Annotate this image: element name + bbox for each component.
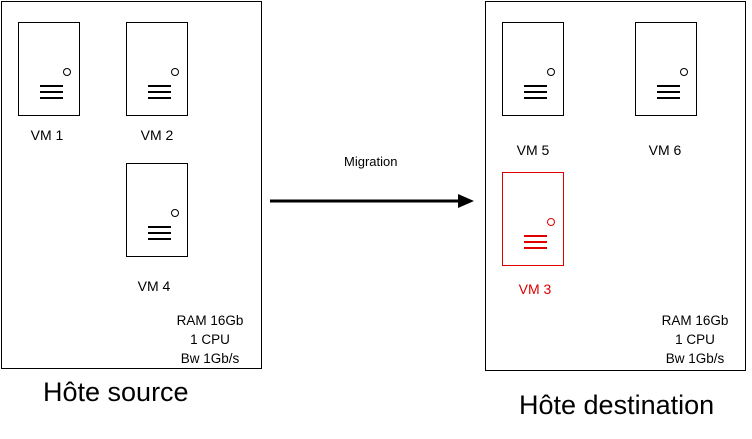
migration-arrow-icon [270,194,474,208]
source-host-title: Hôte source [43,377,189,407]
source-bw-spec: Bw 1Gb/s [180,351,240,366]
vm-6-label: VM 6 [648,142,682,158]
source-host-specs: RAM 16Gb 1 CPU Bw 1Gb/s [170,311,250,368]
dest-cpu-spec: 1 CPU [675,332,715,347]
dest-bw-spec: Bw 1Gb/s [665,351,725,366]
vm-4-label: VM 4 [137,278,171,294]
dest-ram-spec: RAM 16Gb [661,313,729,328]
vm-5-label: VM 5 [516,142,550,158]
vm-3-label: VM 3 [518,281,552,297]
migration-label: Migration [344,154,398,169]
vm-1-server-icon [18,22,80,116]
vm-2-server-icon [126,22,188,116]
vm-1-label: VM 1 [30,127,64,143]
vm-6-server-icon [635,22,697,116]
destination-host-specs: RAM 16Gb 1 CPU Bw 1Gb/s [655,311,735,368]
vm-3-server-icon [502,172,564,266]
vm-5-server-icon [502,22,564,116]
source-cpu-spec: 1 CPU [190,332,230,347]
source-ram-spec: RAM 16Gb [176,313,244,328]
destination-host-title: Hôte destination [519,390,715,420]
vm-2-label: VM 2 [140,127,174,143]
vm-4-server-icon [126,163,188,257]
